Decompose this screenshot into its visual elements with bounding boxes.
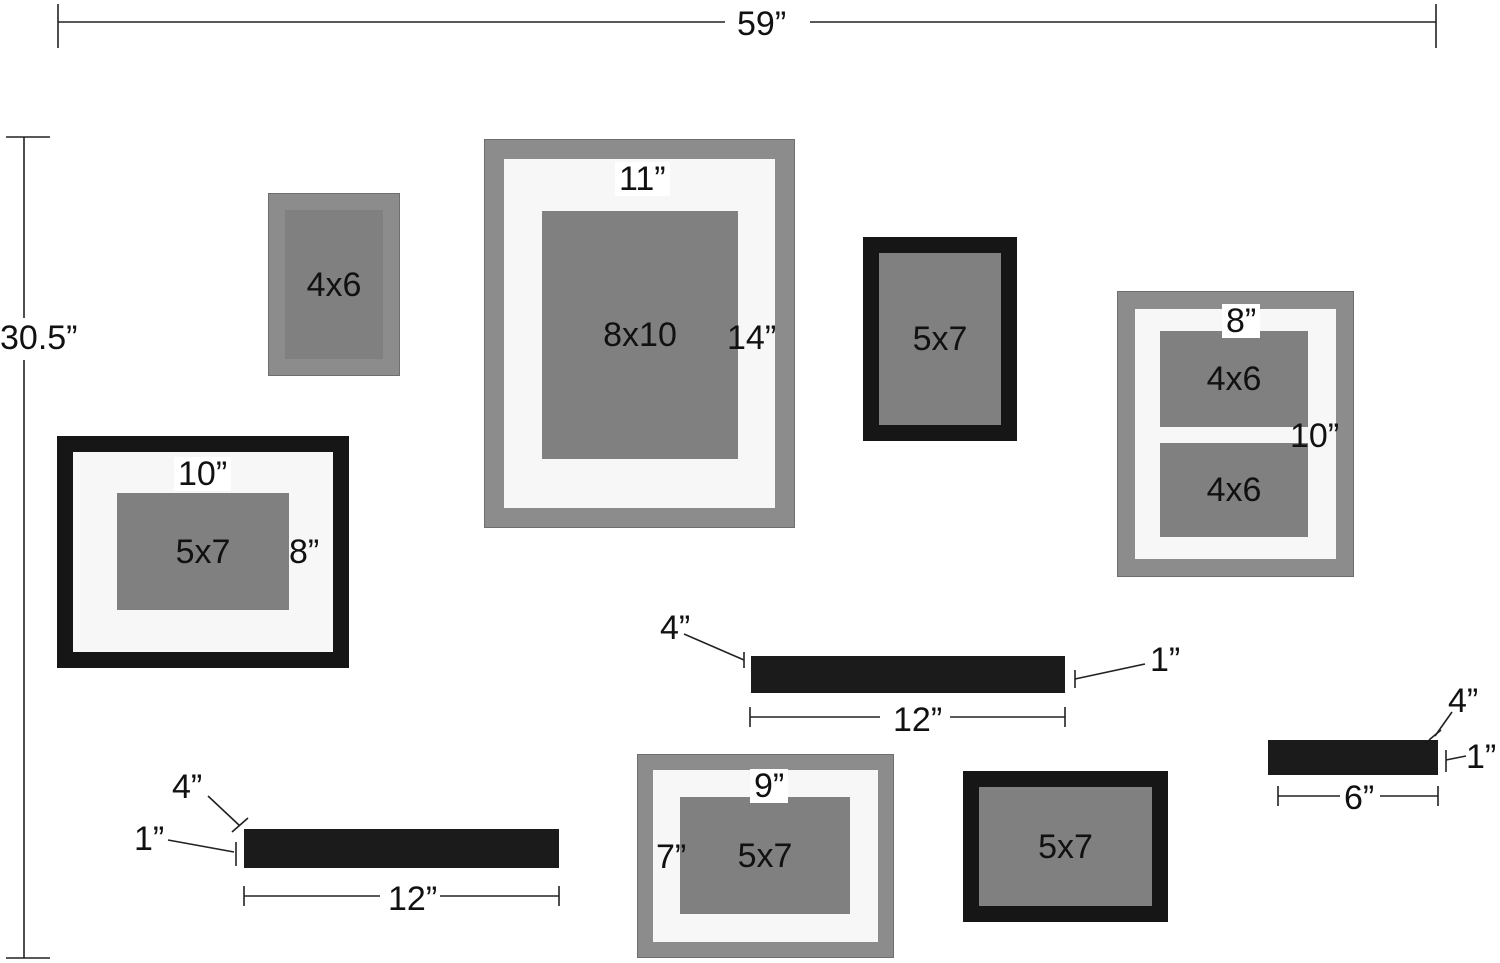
- photo-area: 5x7: [979, 787, 1152, 906]
- shelf-6-length-label: 6”: [1344, 779, 1375, 817]
- frame-9x7-grey: 5x7: [637, 754, 894, 958]
- floating-shelf-12-inch-lower: [244, 829, 559, 868]
- photo-size-label: 4x6: [1206, 360, 1262, 398]
- frame-5x7-black-landscape: 5x7: [963, 771, 1168, 922]
- frame-8x10-width-label: 8”: [1222, 304, 1261, 338]
- frame-4x6-grey: 4x6: [268, 193, 400, 376]
- frame-11x14-grey: 8x10: [484, 139, 795, 528]
- shelf-12-b-length-label: 12”: [388, 880, 438, 918]
- overall-width-label: 59”: [737, 5, 787, 43]
- photo-size-label: 5x7: [175, 532, 231, 571]
- photo-size-label: 5x7: [1038, 827, 1093, 866]
- photo-size-label: 4x6: [1206, 471, 1262, 509]
- shelf-12-a-depth-label: 4”: [660, 609, 691, 647]
- overall-height-label: 30.5”: [0, 319, 78, 357]
- photo-size-label: 8x10: [603, 316, 677, 354]
- shelf-12-b-depth-label: 4”: [172, 768, 203, 806]
- photo-area-bottom: 4x6: [1160, 443, 1308, 537]
- photo-size-label: 4x6: [306, 265, 362, 304]
- frame-8x10-double-grey: 4x6 4x6: [1117, 291, 1354, 577]
- photo-area: 5x7: [117, 493, 289, 610]
- frame-10x8-width-label: 10”: [174, 457, 232, 491]
- frame-8x10-height-label: 10”: [1290, 417, 1340, 455]
- photo-area: 5x7: [879, 253, 1001, 425]
- photo-size-label: 5x7: [737, 836, 793, 875]
- frame-11x14-width-label: 11”: [615, 162, 670, 196]
- shelf-6-thickness-label: 1”: [1466, 738, 1497, 776]
- shelf-12-b-thickness-label: 1”: [134, 820, 165, 858]
- frame-5x7-black: 5x7: [863, 237, 1017, 441]
- photo-area-top: 4x6: [1160, 331, 1308, 427]
- frame-11x14-height-label: 14”: [727, 319, 777, 357]
- photo-area: 5x7: [680, 797, 850, 914]
- shelf-12-a-length-label: 12”: [893, 701, 943, 739]
- frame-10x8-height-label: 8”: [289, 533, 320, 571]
- photo-size-label: 5x7: [912, 320, 968, 358]
- shelf-12-a-thickness-label: 1”: [1150, 641, 1181, 679]
- floating-shelf-6-inch: [1268, 740, 1438, 775]
- frame-9x7-width-label: 9”: [750, 769, 789, 803]
- floating-shelf-12-inch: [751, 656, 1065, 693]
- frame-9x7-height-label: 7”: [656, 838, 687, 876]
- photo-area: 8x10: [542, 211, 738, 459]
- photo-area: 4x6: [285, 210, 383, 359]
- shelf-6-depth-label: 4”: [1448, 682, 1479, 720]
